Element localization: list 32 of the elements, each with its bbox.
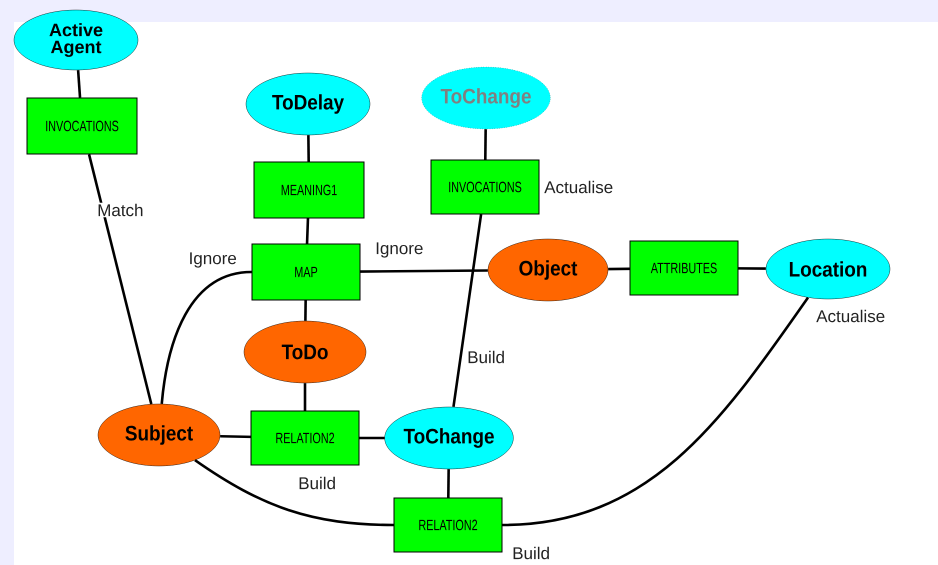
connector-line <box>608 268 630 270</box>
connector-line <box>484 129 487 160</box>
connector-line <box>360 436 384 440</box>
connector-line <box>502 296 810 526</box>
connector-line <box>304 300 307 321</box>
node-caption: Build <box>300 476 335 490</box>
edge-label: Match <box>96 202 144 218</box>
connector-line <box>360 269 488 273</box>
process-box: RELATION2 <box>394 498 502 552</box>
process-box: INVOCATIONS <box>430 160 540 214</box>
connector-line <box>447 469 450 498</box>
connector-line <box>88 154 153 404</box>
edge-label: Ignore <box>374 241 424 259</box>
process-box: INVOCATIONS <box>26 98 138 154</box>
process-box: MEANING1 <box>254 162 364 218</box>
connector-line <box>194 459 394 526</box>
connector-line <box>304 383 306 410</box>
node-caption: Build <box>514 546 549 560</box>
edge-label: Ignore <box>188 251 238 269</box>
node-caption: Actualise <box>544 180 612 194</box>
edge-label: Build <box>466 350 506 364</box>
process-box: ATTRIBUTES <box>630 240 738 296</box>
connector-line <box>738 267 766 270</box>
connector-line <box>76 70 82 98</box>
node-caption: Actualise <box>816 310 884 322</box>
connector-line <box>307 135 310 162</box>
connector-line <box>306 218 310 244</box>
connector-line <box>452 214 482 408</box>
process-box: RELATION2 <box>250 410 360 466</box>
process-box: MAP <box>252 244 360 300</box>
connector-line <box>160 270 252 404</box>
connector-line <box>220 434 251 438</box>
